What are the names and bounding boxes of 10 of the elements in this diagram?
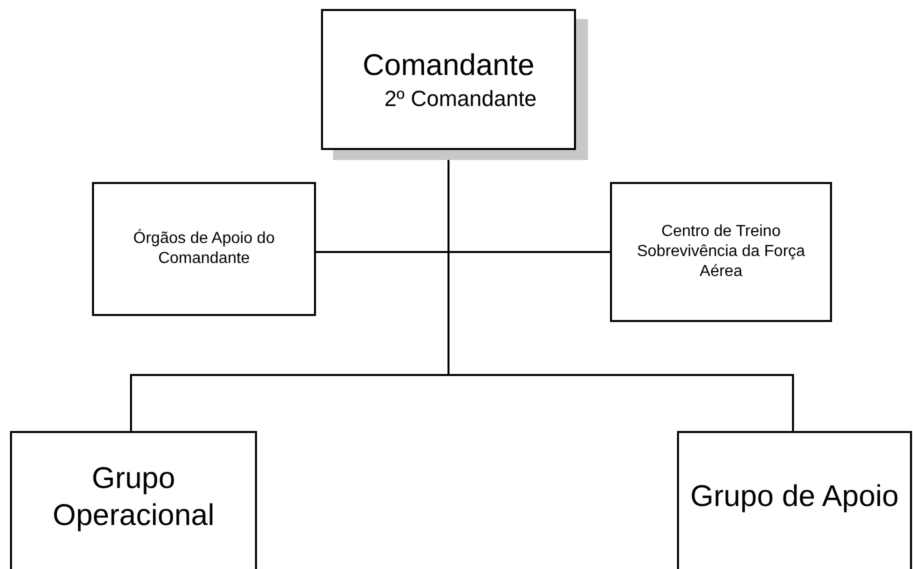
org-box: [92, 182, 316, 316]
box-title: Grupo Operacional: [52, 460, 216, 534]
org-box: [677, 431, 912, 569]
box-title: Centro de Treino Sobrevivência da Força Aérea: [636, 222, 806, 282]
box-title: Comandante: [362, 48, 534, 84]
org-box: [10, 431, 257, 569]
org-box: [610, 182, 832, 322]
box-title: Grupo de Apoio: [690, 479, 899, 516]
box-title: Órgãos de Apoio do Comandante: [132, 229, 276, 269]
box-subtitle: 2º Comandante: [383, 84, 537, 112]
